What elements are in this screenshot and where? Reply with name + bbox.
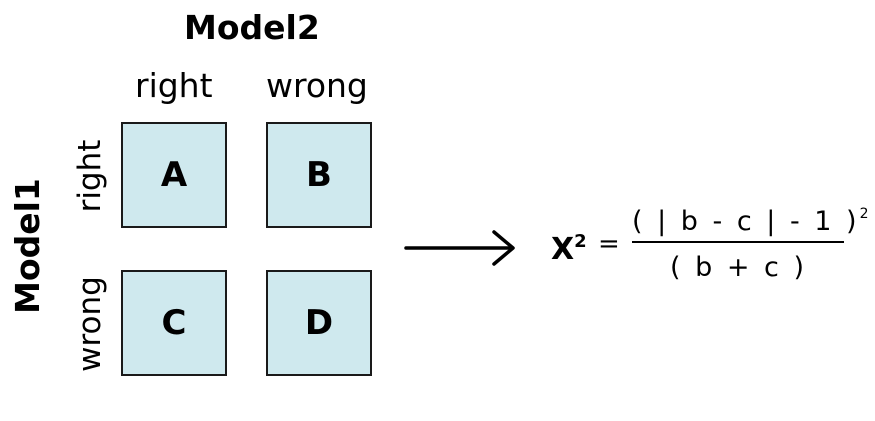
cell-d-label: D xyxy=(304,303,334,343)
column-label-wrong: wrong xyxy=(266,66,368,105)
numerator-exponent: 2 xyxy=(859,206,869,222)
row-label-right: right xyxy=(72,139,108,213)
cell-a: A xyxy=(121,122,227,228)
cell-a-label: A xyxy=(160,155,188,195)
row-label-wrong: wrong xyxy=(72,276,108,372)
cell-d: D xyxy=(266,270,372,376)
model1-title: Model1 xyxy=(8,178,47,314)
arrow-right-icon xyxy=(404,230,515,266)
cell-c: C xyxy=(121,270,227,376)
equals-sign: = xyxy=(598,229,620,259)
chi-squared-symbol: X2 xyxy=(551,222,587,270)
column-label-right: right xyxy=(135,66,213,105)
cell-b: B xyxy=(266,122,372,228)
model2-title: Model2 xyxy=(184,8,320,47)
cell-c-label: C xyxy=(161,303,187,343)
chi-squared-base: X xyxy=(551,232,575,267)
cell-b-label: B xyxy=(306,155,332,195)
chi-squared-exponent: 2 xyxy=(574,231,587,252)
fraction-bar xyxy=(632,241,844,243)
formula-numerator: ( | b - c | - 1 )2 xyxy=(632,196,869,240)
numerator-expression: ( | b - c | - 1 ) xyxy=(632,206,860,237)
formula-denominator: ( b + c ) xyxy=(670,252,808,283)
